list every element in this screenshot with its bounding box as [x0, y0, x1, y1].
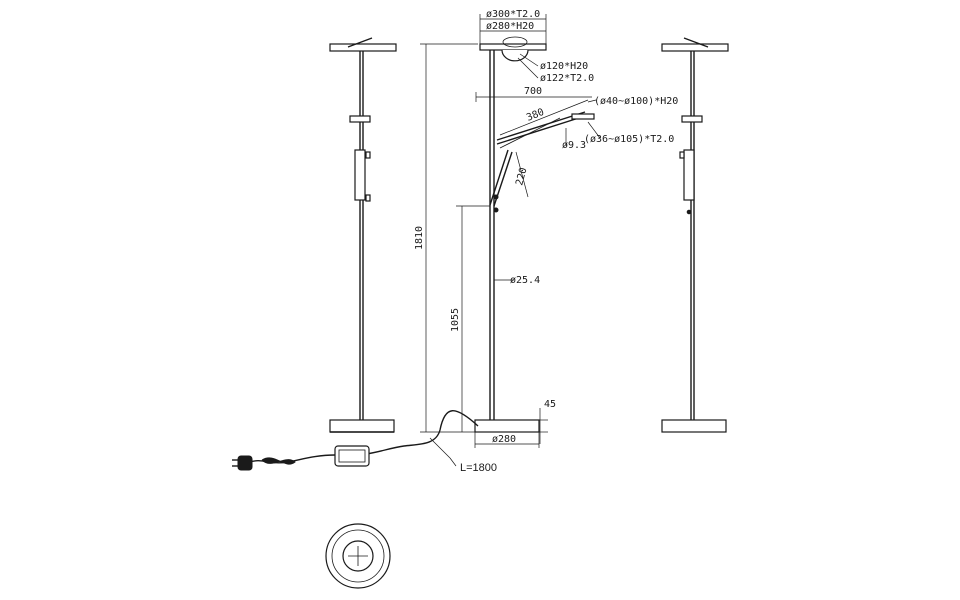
center-shade-ring — [502, 36, 528, 48]
dimension-lines — [420, 14, 601, 448]
left-lamp-view — [329, 37, 397, 433]
label-base-dia: ø280 — [492, 434, 516, 445]
label-reach: 700 — [524, 86, 542, 97]
label-total-height: 1810 — [414, 226, 425, 250]
left-clip-bottom — [365, 194, 371, 202]
center-arm-link — [499, 117, 561, 149]
label-ring-h: ø120*H20 — [540, 61, 588, 72]
label-joint-height: 1055 — [450, 308, 461, 332]
right-lamp-view — [661, 37, 729, 433]
left-base — [329, 419, 395, 433]
center-lower-arm — [489, 149, 509, 206]
plug — [237, 455, 253, 471]
label-ring-t: ø122*T2.0 — [540, 73, 594, 84]
center-joint-a — [493, 207, 499, 213]
label-base-height: 45 — [544, 399, 556, 410]
label-top-dia: ø300*T2.0 — [486, 9, 540, 20]
center-lamp-view — [474, 36, 595, 433]
center-upper-arm-2 — [496, 115, 586, 145]
right-collar — [681, 115, 703, 123]
left-clip-top — [365, 151, 371, 159]
left-arm-bracket — [354, 149, 366, 201]
right-joint-dot — [686, 209, 692, 215]
label-cable-len: L=1800 — [460, 462, 497, 474]
right-clip-top — [679, 151, 685, 159]
label-arm-lower: 220 — [514, 166, 529, 186]
right-arm-bracket — [683, 149, 695, 201]
center-base — [474, 419, 540, 433]
cable-line — [365, 410, 479, 455]
center-shade-dome — [501, 49, 529, 62]
label-pole-dia: ø25.4 — [510, 275, 540, 286]
left-top-shade — [329, 43, 397, 52]
dimension-labels: ø300*T2.0 ø280*H20 ø120*H20 ø122*T2.0 70… — [414, 9, 678, 474]
power-cable — [232, 410, 479, 471]
dim-arm-220 — [515, 151, 529, 198]
base-top-view — [325, 523, 391, 589]
center-joint-b — [493, 194, 499, 200]
right-top-shade — [661, 43, 729, 52]
right-base — [661, 419, 727, 433]
right-shade-tilt — [683, 37, 709, 48]
left-collar — [349, 115, 371, 123]
label-reading-ring: (ø36~ø105)*T2.0 — [584, 134, 674, 145]
label-top-dia-h: ø280*H20 — [486, 21, 534, 32]
base-mid-circle — [331, 529, 385, 583]
power-adapter — [334, 445, 370, 467]
label-reading-head: (ø40~ø100)*H20 — [594, 96, 678, 107]
label-joint-dia: ø9.3 — [562, 140, 586, 151]
left-shade-tilt — [347, 37, 373, 48]
cable-coil — [261, 457, 296, 465]
dim-arm-380 — [499, 99, 589, 136]
center-upper-arm — [496, 111, 586, 141]
center-reading-head — [571, 113, 595, 120]
